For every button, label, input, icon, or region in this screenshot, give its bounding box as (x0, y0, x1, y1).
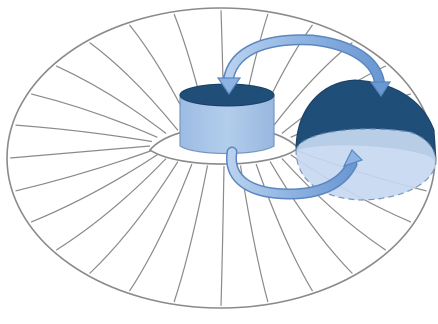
meridian-line (90, 162, 178, 274)
meridian-line (31, 94, 157, 137)
meridian-line (10, 146, 150, 158)
meridian-line (174, 166, 207, 303)
torus-cross-section (296, 80, 436, 200)
meridian-line (56, 66, 166, 134)
meridian-line (31, 155, 157, 222)
central-cylinder (180, 84, 274, 154)
meridian-line (256, 164, 312, 291)
meridian-line (16, 125, 152, 141)
meridian-line (221, 166, 224, 306)
meridian-line (90, 43, 178, 131)
